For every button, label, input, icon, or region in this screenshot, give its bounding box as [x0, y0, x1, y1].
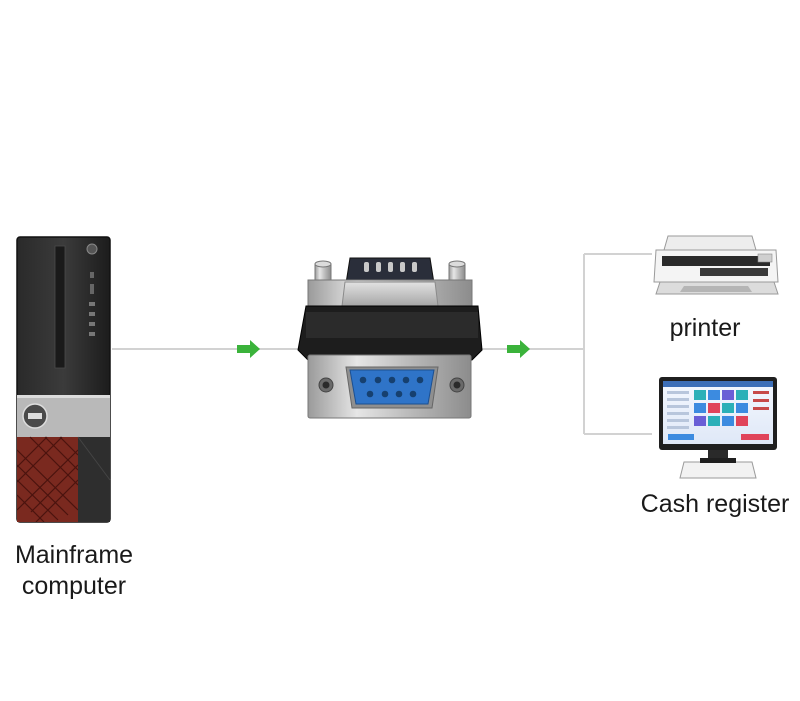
- printer-icon: [653, 235, 779, 295]
- db9-right-angle-adapter-icon: [297, 257, 483, 419]
- mainframe-label-line-1: Mainframe: [14, 541, 134, 569]
- mainframe-computer-label: Mainframe computer: [4, 540, 144, 602]
- connector-lines: [112, 253, 652, 435]
- arrow-icon: [507, 340, 530, 358]
- mainframe-label-line-2: computer: [21, 572, 127, 600]
- cash-register-label: Cash register: [640, 490, 790, 518]
- pos-terminal-icon: [659, 377, 777, 479]
- desktop-tower-icon: [16, 236, 111, 523]
- printer-label: printer: [669, 314, 741, 342]
- arrow-icon: [237, 340, 260, 358]
